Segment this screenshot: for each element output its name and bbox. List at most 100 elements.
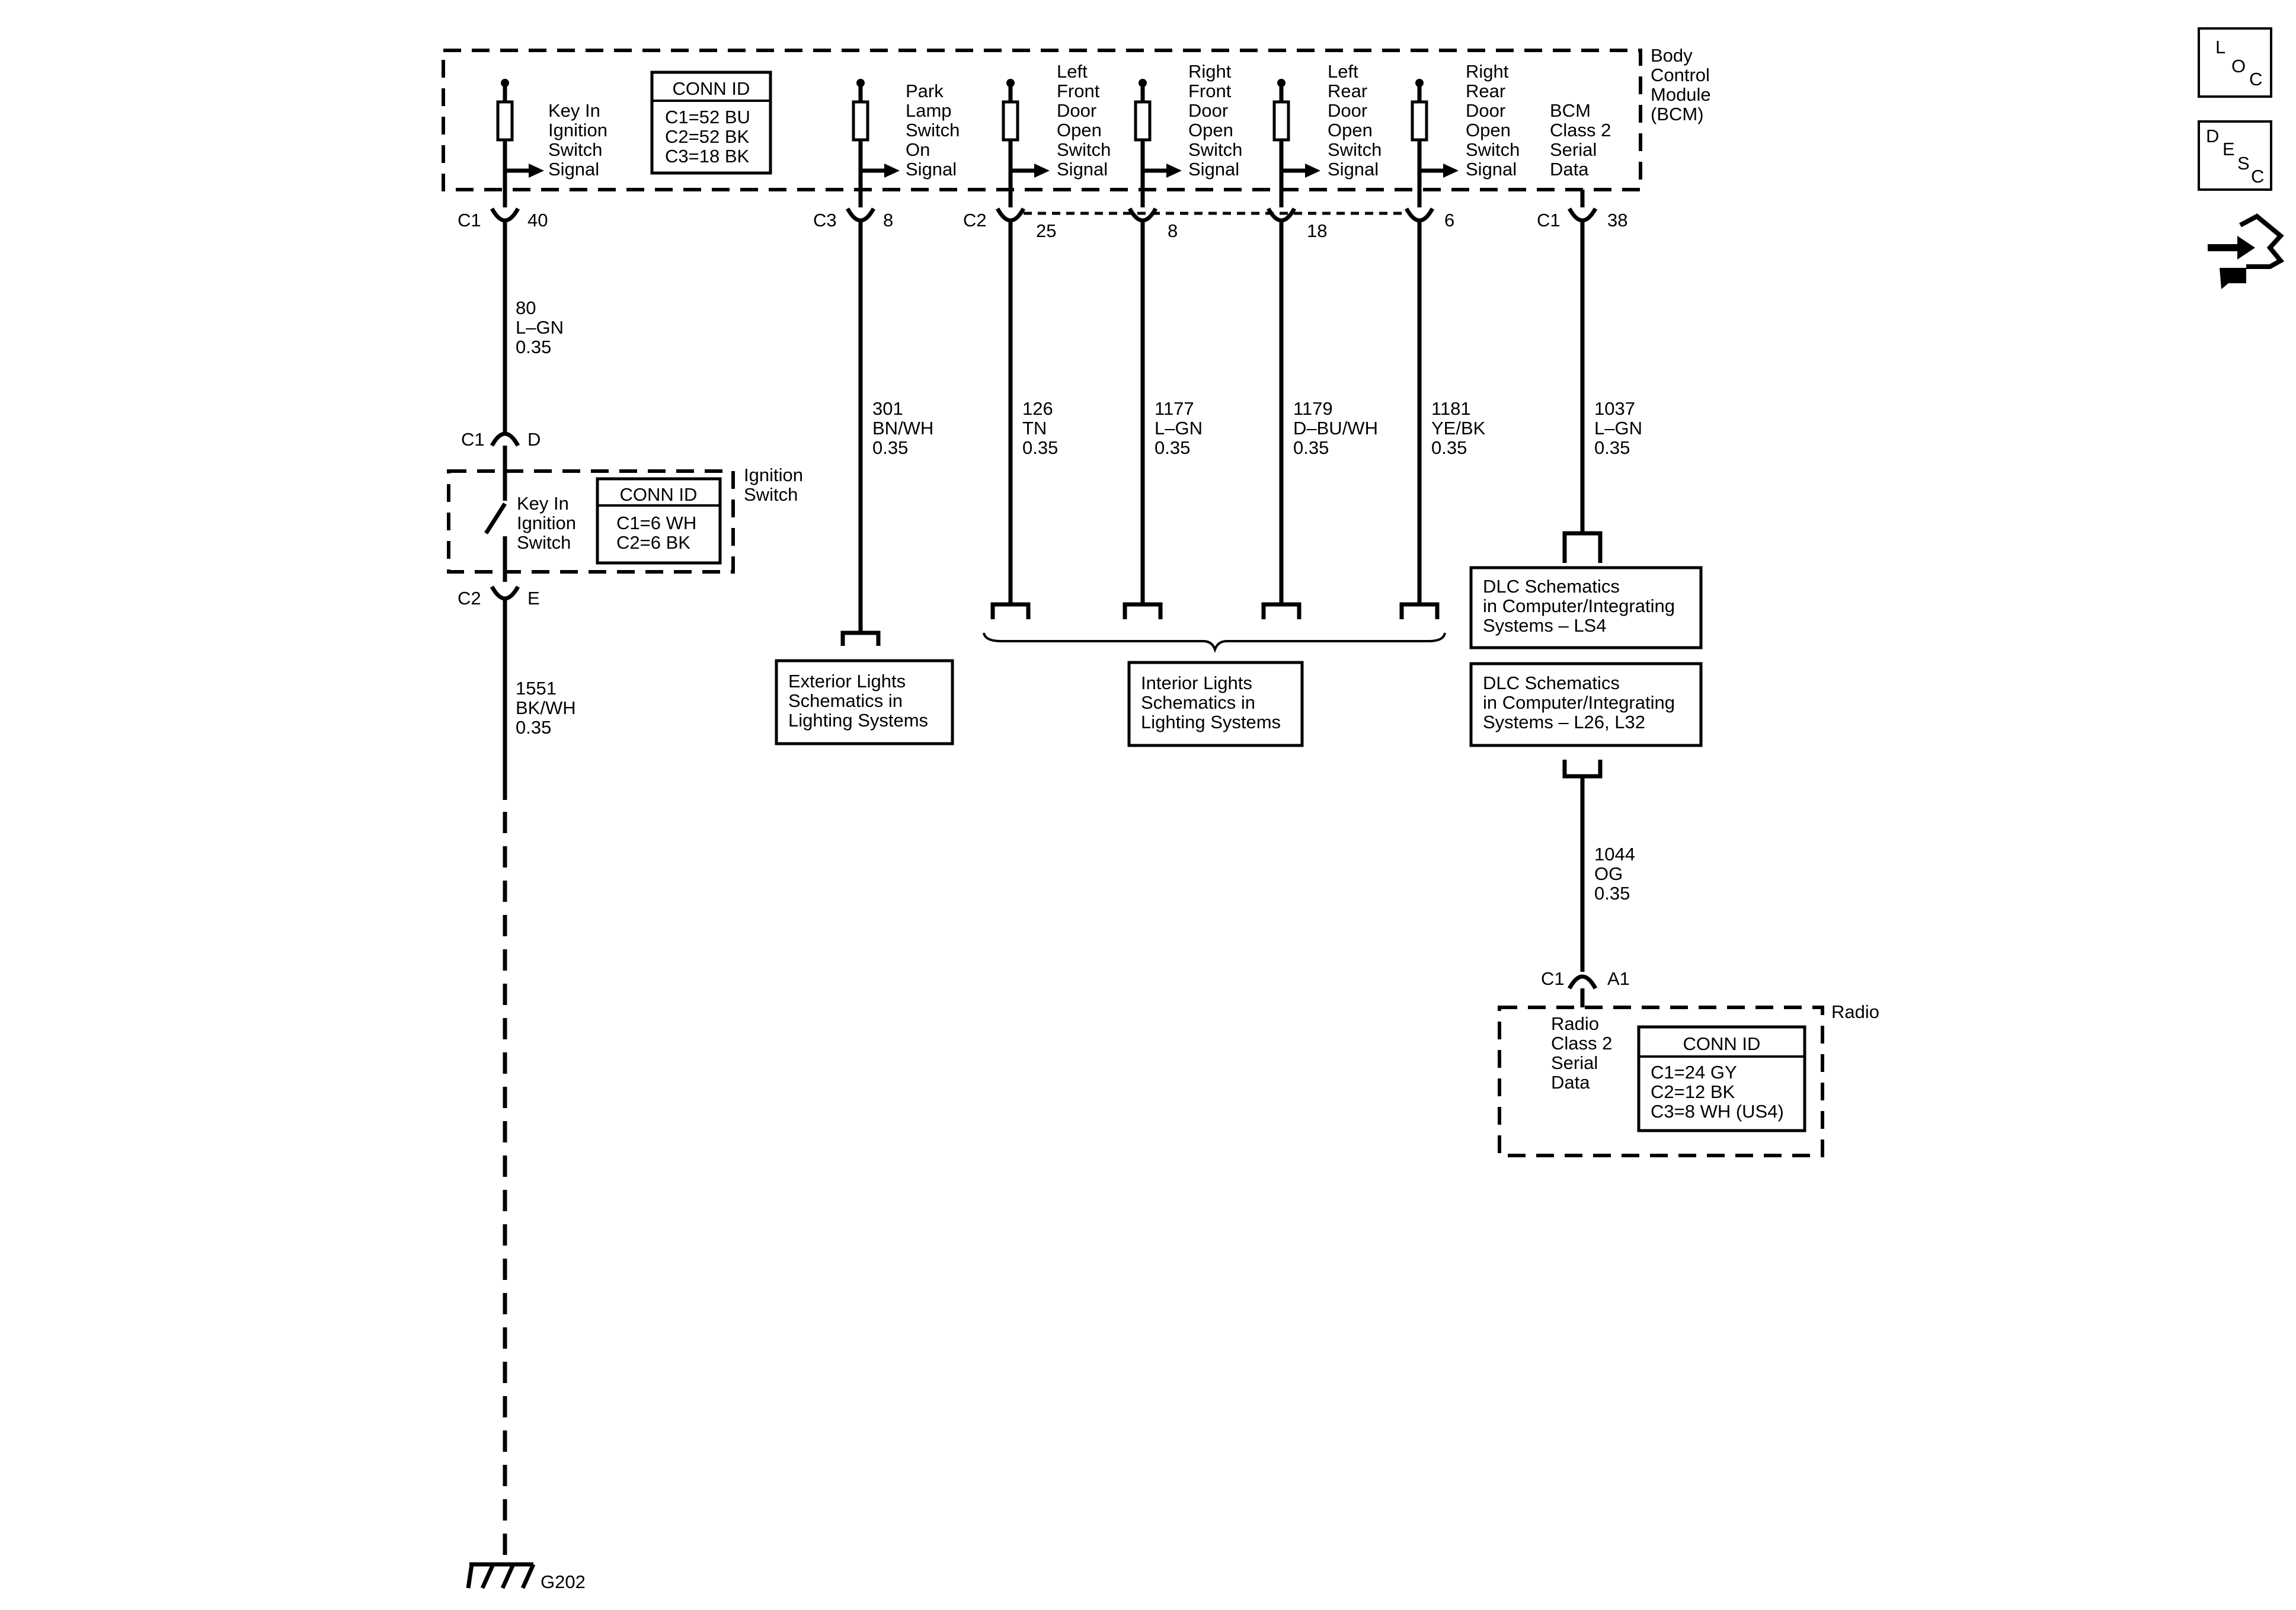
pin-label: 40 [527,210,548,231]
radio-label: Data [1551,1072,1590,1093]
connector-end-view-icon[interactable] [2208,213,2285,289]
svg-text:Open: Open [1328,120,1373,140]
pin-label: 8 [1168,220,1178,241]
svg-text:0.35: 0.35 [516,337,551,357]
bcm-component[interactable]: Body Control Module (BCM) [442,45,1711,191]
svg-text:S: S [2237,153,2250,174]
svg-text:0.35: 0.35 [1431,437,1467,458]
svg-text:in Computer/Integrating: in Computer/Integrating [1483,596,1675,616]
pin-label: 25 [1036,220,1056,241]
svg-text:Switch: Switch [906,120,960,140]
svg-text:D–BU/WH: D–BU/WH [1293,418,1378,438]
svg-text:L: L [2215,37,2225,57]
svg-text:0.35: 0.35 [516,717,551,738]
exterior-lights-reference[interactable]: Exterior Lights Schematics in Lighting S… [775,630,954,745]
connector-label: C1 [458,210,481,231]
svg-text:BN/WH: BN/WH [872,418,933,438]
svg-text:1179: 1179 [1293,398,1333,419]
svg-text:Rear: Rear [1466,81,1505,101]
svg-text:On: On [906,139,930,160]
svg-text:DLC Schematics: DLC Schematics [1483,576,1620,597]
svg-text:Lamp: Lamp [906,100,952,121]
svg-text:Front: Front [1188,81,1232,101]
ground-label: G202 [541,1571,586,1592]
svg-text:Open: Open [1466,120,1511,140]
svg-text:Schematics in: Schematics in [1141,692,1255,713]
ignition-switch-outline [447,469,735,574]
svg-text:Door: Door [1466,100,1505,121]
bcm-title-line: (BCM) [1651,104,1704,124]
wire-label: 0.35 [1594,883,1630,904]
radio-title: Radio [1831,1001,1879,1022]
svg-text:TN: TN [1022,418,1047,438]
conn-id-line: C1=6 WH [616,513,696,533]
svg-text:Signal: Signal [1466,159,1517,180]
svg-text:Left: Left [1328,61,1358,82]
ground-wire: 1551 BK/WH 0.35 [503,598,576,1564]
svg-text:Switch: Switch [1057,139,1111,160]
svg-text:C: C [2251,166,2264,187]
wire-labels: 80 L–GN 0.35 301 BN/WH 0.35 126 TN 0.35 … [516,297,1642,458]
ignition-switch-title: Ignition [744,465,803,485]
svg-text:Lighting Systems: Lighting Systems [788,710,928,731]
svg-text:Door: Door [1057,100,1096,121]
svg-text:L–GN: L–GN [1155,418,1203,438]
svg-text:126: 126 [1022,398,1053,419]
svg-text:Switch: Switch [1328,139,1382,160]
conn-id-line: C3=8 WH (US4) [1651,1101,1784,1122]
svg-text:1181: 1181 [1431,398,1471,419]
svg-text:Door: Door [1328,100,1367,121]
ground-g202[interactable]: G202 [466,1562,586,1592]
svg-text:Data: Data [1550,159,1589,180]
pin-label: 18 [1307,220,1327,241]
conn-id-line: C2=52 BK [665,126,750,147]
svg-text:80: 80 [516,297,536,318]
svg-text:Interior Lights: Interior Lights [1141,673,1252,693]
svg-text:0.35: 0.35 [1594,437,1630,458]
pin-label: 8 [883,210,893,231]
svg-text:Lighting Systems: Lighting Systems [1141,712,1281,732]
pin-label: D [527,429,541,450]
dlc-ls4-reference[interactable]: DLC Schematics in Computer/Integrating S… [1469,531,1703,649]
svg-text:1037: 1037 [1594,398,1635,419]
svg-text:DLC Schematics: DLC Schematics [1483,673,1620,693]
connector-label: C2 [963,210,987,231]
connector-label: C1 [1541,968,1565,989]
conn-id-line: C3=18 BK [665,146,750,167]
conn-id-line: C2=6 BK [616,532,690,553]
ignition-switch-component[interactable]: C1 D Key In Ignition Switch CONN ID C1=6… [447,429,803,609]
bcm-signal-labels: Key In Ignition Switch Signal Park Lamp … [548,61,1611,180]
svg-text:Serial: Serial [1550,139,1597,160]
conn-id-header: CONN ID [673,78,750,99]
svg-text:L–GN: L–GN [1594,418,1642,438]
radio-component[interactable]: C1 A1 Radio Radio Class 2 Serial Data CO… [1498,968,1879,1157]
bcm-internal-symbols [496,79,1585,207]
conn-id-line: C1=24 GY [1651,1062,1737,1083]
svg-text:Rear: Rear [1328,81,1367,101]
pin-label: A1 [1607,968,1630,989]
ignition-switch-label: Ignition [517,513,576,533]
connector-c2-e [490,585,520,601]
connector-label: C1 [1537,210,1560,231]
loc-icon[interactable]: L O C [2198,27,2272,98]
svg-text:Right: Right [1188,61,1232,82]
interior-lights-reference[interactable]: Interior Lights Schematics in Lighting S… [983,602,1446,747]
svg-text:0.35: 0.35 [872,437,908,458]
svg-text:0.35: 0.35 [1293,437,1329,458]
connector-label: C1 [461,429,485,450]
svg-text:YE/BK: YE/BK [1431,418,1486,438]
svg-text:Key In: Key In [548,100,600,121]
svg-text:O: O [2231,56,2246,76]
svg-text:in Computer/Integrating: in Computer/Integrating [1483,692,1675,713]
svg-text:Signal: Signal [906,159,957,180]
ignition-switch-label: Key In [517,493,569,514]
svg-text:BK/WH: BK/WH [516,697,576,718]
dlc-l26-reference[interactable]: DLC Schematics in Computer/Integrating S… [1469,662,1703,972]
connector-c1-d [490,431,520,447]
svg-text:Signal: Signal [1328,159,1379,180]
desc-icon[interactable]: D E S C [2198,120,2272,191]
wires [503,222,1585,633]
pin-label: E [527,588,540,609]
bcm-title-line: Control [1651,65,1710,85]
